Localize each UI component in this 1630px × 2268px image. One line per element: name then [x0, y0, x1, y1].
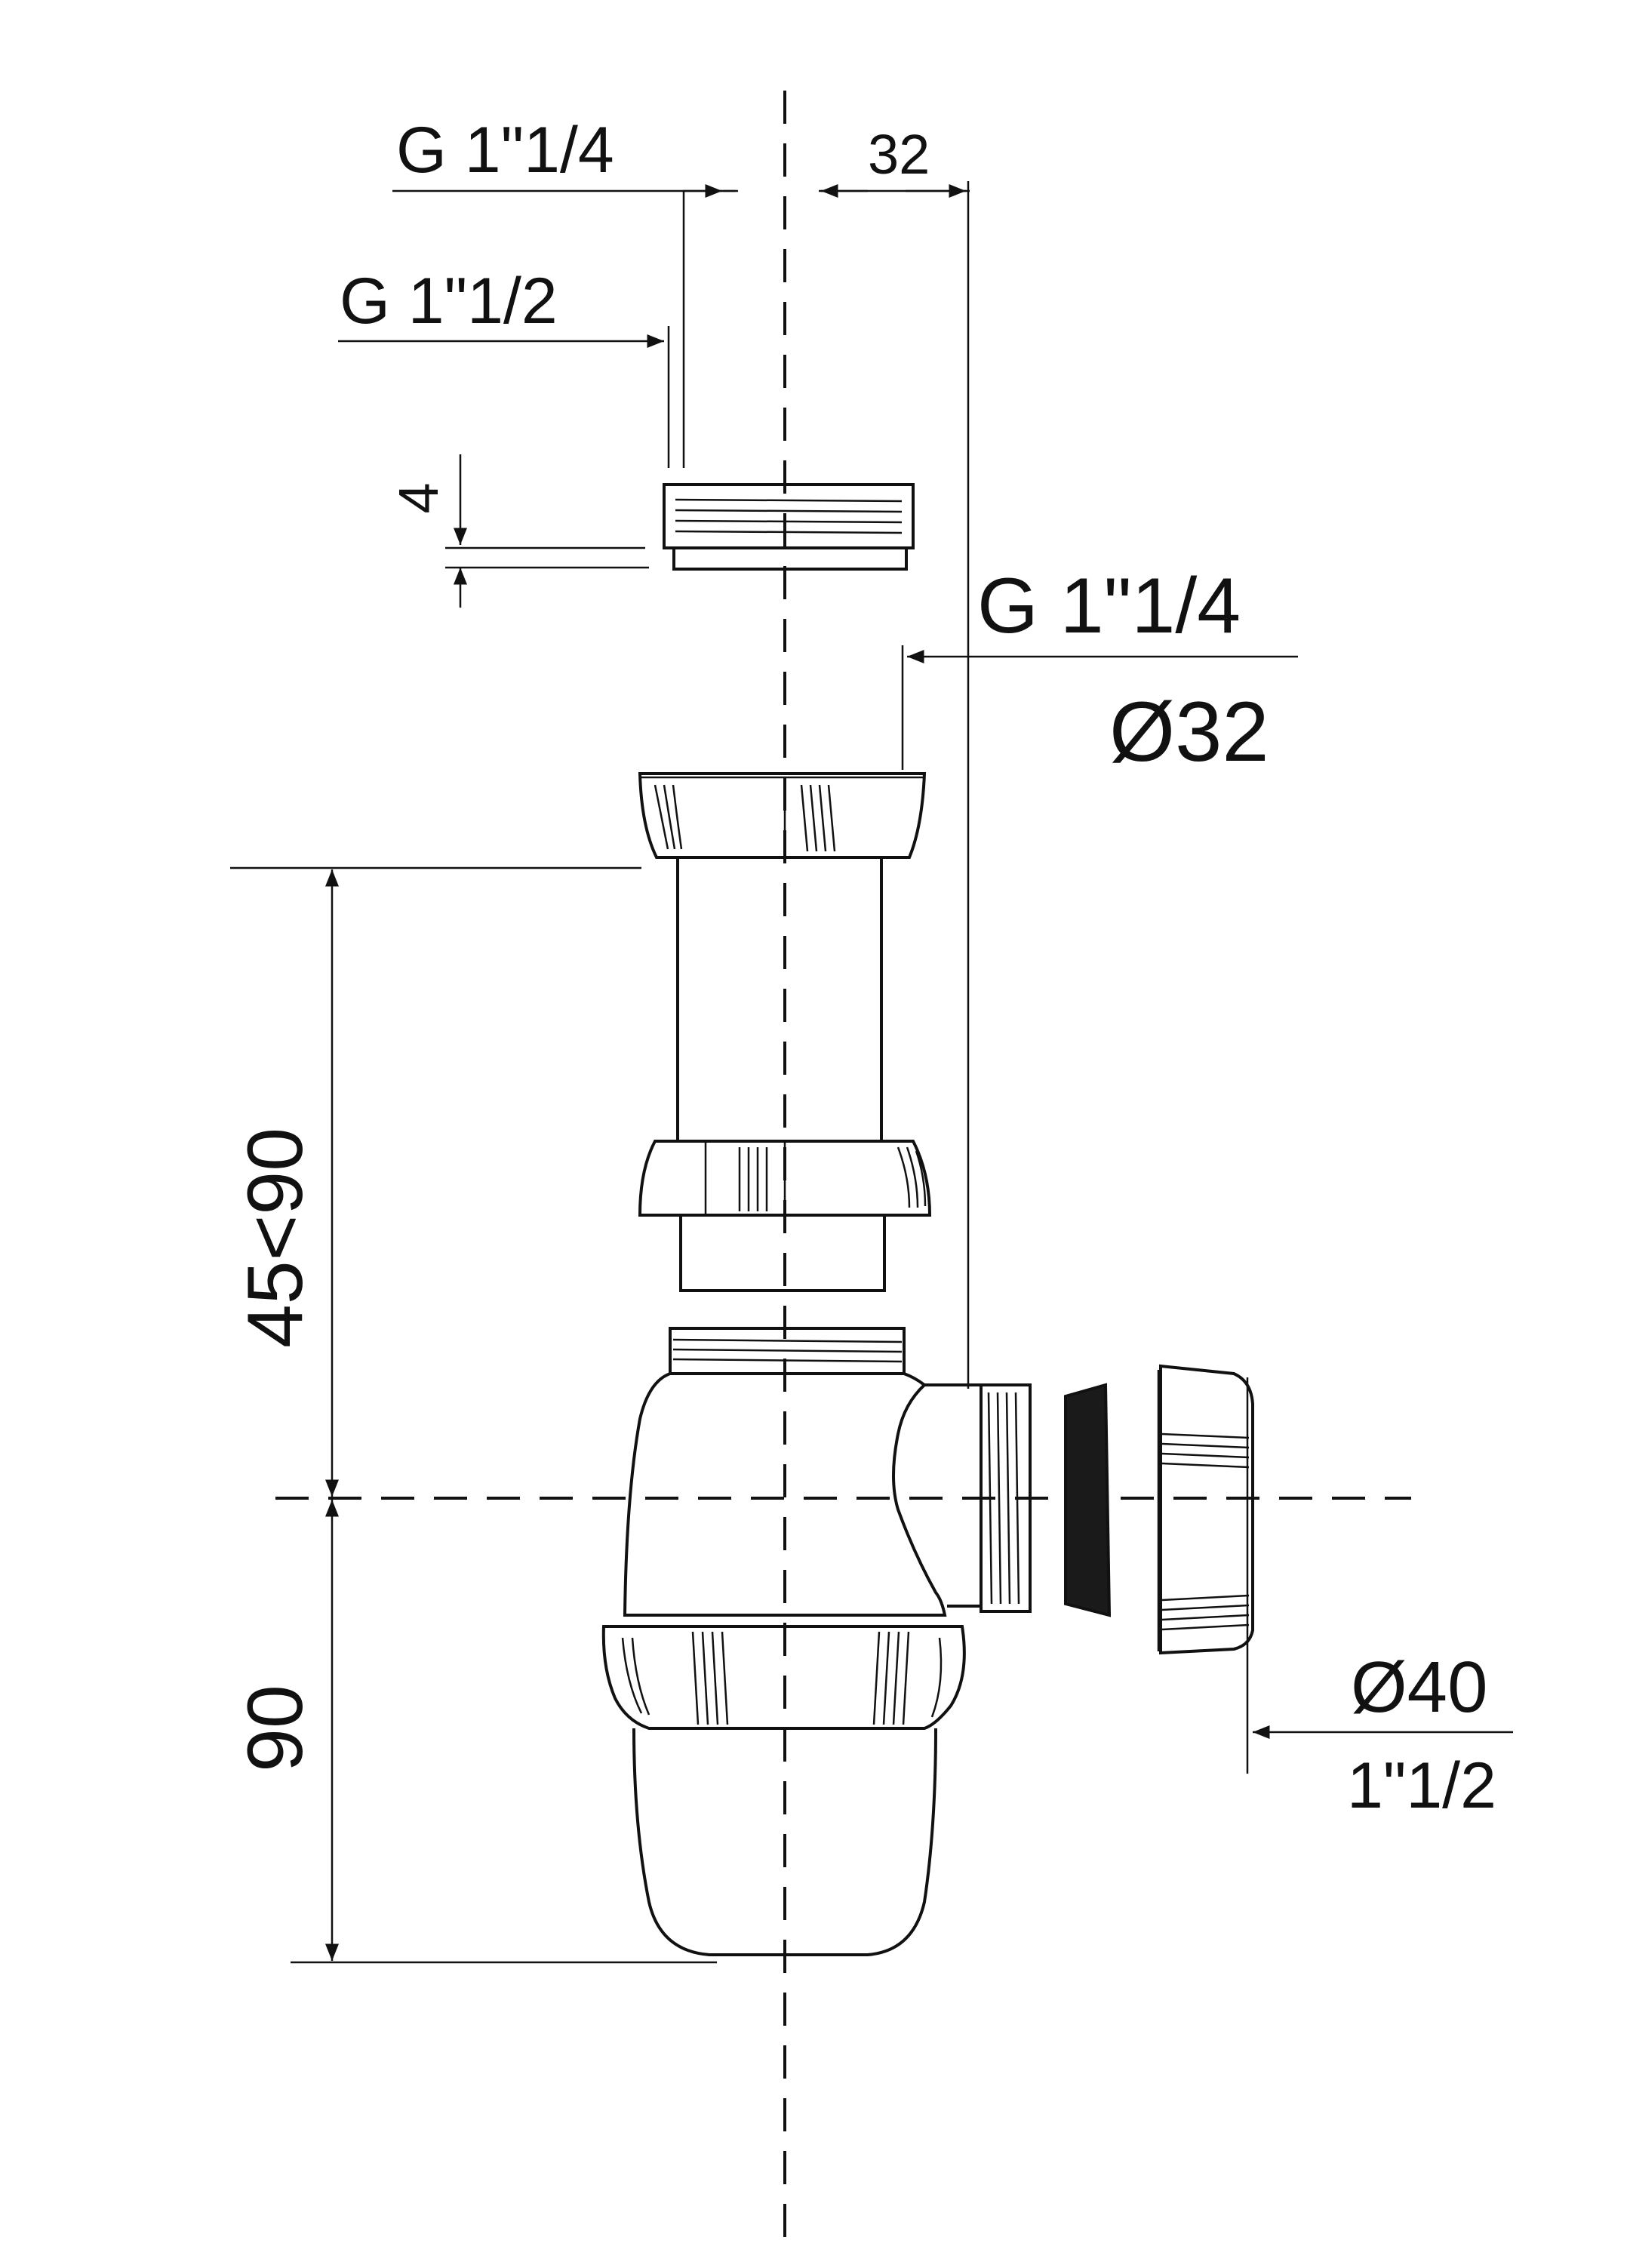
top-thread-dimension — [392, 184, 738, 468]
telescopic-pipe — [676, 857, 883, 1140]
top-threaded-nut — [663, 483, 915, 571]
second-thread-dimension — [338, 326, 670, 468]
trap-depth-dimension — [291, 1500, 717, 1964]
trap-body — [601, 1327, 1032, 1956]
outlet-thread-label: 1"1/2 — [1347, 1749, 1496, 1822]
pipe-thread-label: G 1"1/4 — [977, 562, 1241, 650]
second-thread-label: G 1"1/2 — [340, 265, 558, 337]
offset-dimension — [819, 181, 970, 1389]
outlet-gasket — [1064, 1383, 1112, 1617]
gap-dimension — [445, 454, 649, 608]
middle-nut — [638, 1140, 932, 1292]
upper-compression-nut — [638, 772, 927, 859]
top-thread-label: G 1"1/4 — [396, 114, 614, 186]
outlet-nut — [1157, 1364, 1254, 1774]
adjust-range-dimension — [230, 866, 641, 1497]
pipe-diameter-label: Ø32 — [1109, 685, 1269, 779]
adjust-range-label: 45<90 — [232, 1128, 319, 1348]
pipe-thread-dimension — [901, 645, 1298, 770]
outlet-diameter-label: Ø40 — [1351, 1647, 1487, 1728]
offset-label: 32 — [868, 123, 930, 186]
gap-label: 4 — [387, 482, 450, 513]
trap-depth-label: 90 — [232, 1685, 319, 1772]
